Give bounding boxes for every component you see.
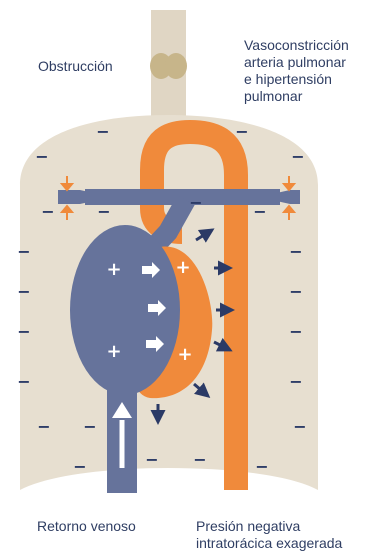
minus-sign: − <box>289 242 302 261</box>
minus-sign: − <box>17 242 30 261</box>
minus-sign: − <box>97 202 110 221</box>
venous-return-label: Retorno venoso <box>37 518 136 535</box>
minus-sign: − <box>17 322 30 341</box>
minus-sign: − <box>255 457 268 476</box>
minus-sign: − <box>37 417 50 436</box>
minus-sign: − <box>289 282 302 301</box>
plus-sign: + <box>175 257 190 278</box>
minus-sign: − <box>145 450 158 469</box>
minus-sign: − <box>17 282 30 301</box>
minus-sign: − <box>253 202 266 221</box>
minus-sign: − <box>289 322 302 341</box>
minus-sign: − <box>35 147 48 166</box>
minus-sign: − <box>189 193 202 212</box>
minus-sign: − <box>293 417 306 436</box>
plus-sign: + <box>177 344 192 365</box>
minus-sign: − <box>96 122 109 141</box>
minus-sign: − <box>291 147 304 166</box>
vasoconstriction-label: Vasoconstricción arteria pulmonar e hipe… <box>244 37 349 105</box>
minus-sign: − <box>41 202 54 221</box>
negative-pressure-label: Presión negativa intratorácica exagerada <box>196 518 342 552</box>
plus-sign: + <box>106 259 121 280</box>
minus-sign: − <box>73 457 86 476</box>
minus-sign: − <box>83 417 96 436</box>
minus-sign: − <box>193 450 206 469</box>
obstruction-label: Obstrucción <box>38 58 113 75</box>
plus-sign: + <box>106 341 121 362</box>
minus-sign: − <box>235 122 248 141</box>
obstruction-right <box>165 53 187 79</box>
minus-sign: − <box>17 372 30 391</box>
minus-sign: − <box>289 372 302 391</box>
